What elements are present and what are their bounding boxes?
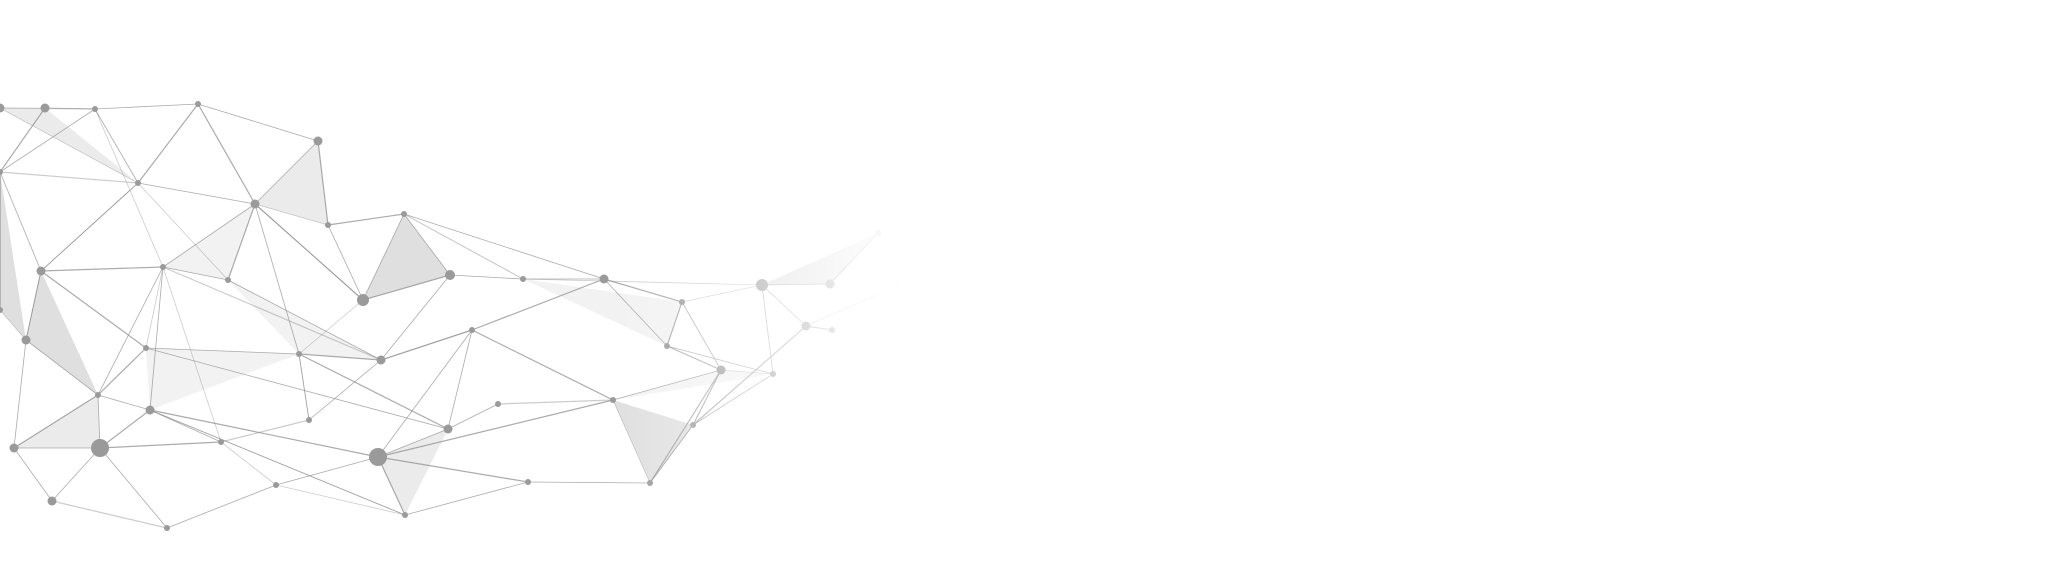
fade-overlay <box>0 0 2048 569</box>
low-poly-network-graphic <box>0 0 2048 569</box>
